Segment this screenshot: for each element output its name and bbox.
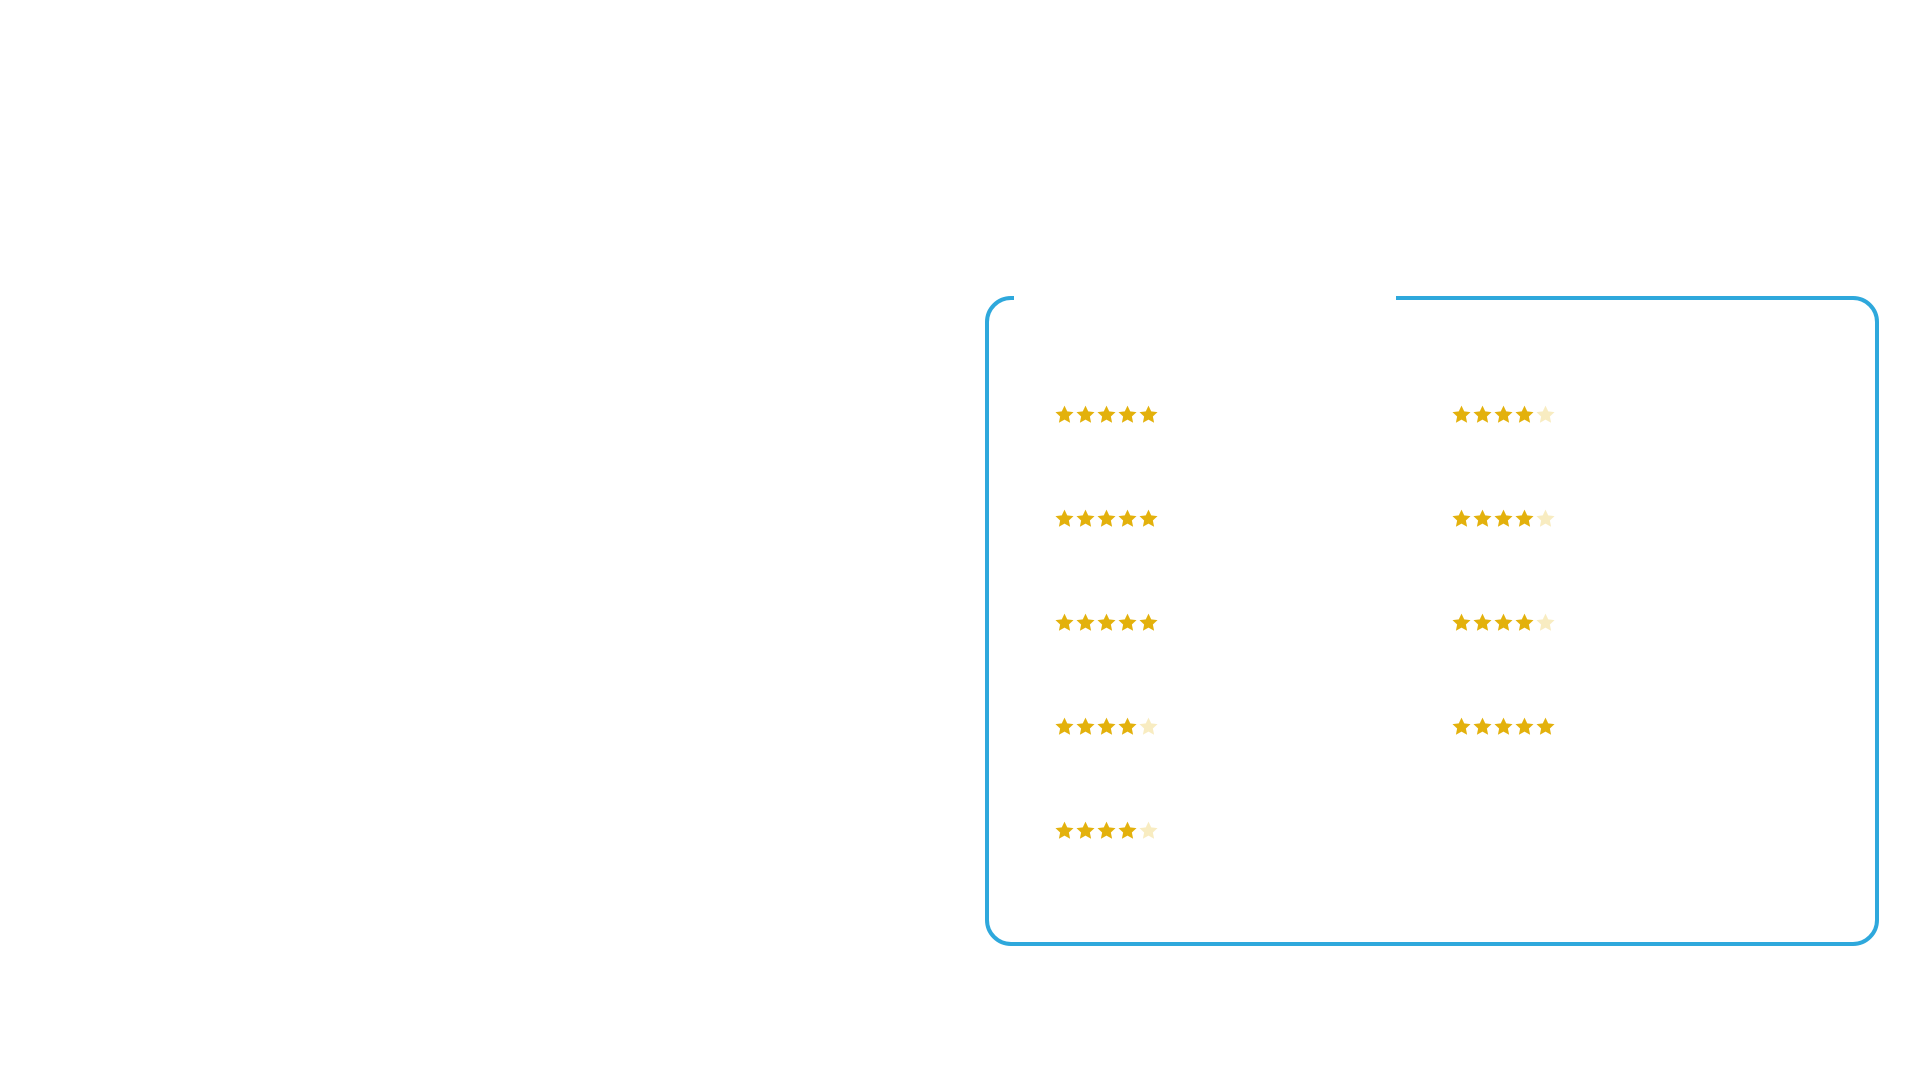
star-filled-icon	[1097, 821, 1116, 839]
star-filled-icon	[1515, 405, 1534, 423]
star-filled-icon	[1452, 405, 1471, 423]
star-filled-icon	[1139, 613, 1158, 631]
star-empty-icon	[1139, 717, 1158, 735]
star-filled-icon	[1494, 613, 1513, 631]
panel-title-gap	[1014, 290, 1396, 304]
star-filled-icon	[1076, 821, 1095, 839]
star-empty-icon	[1536, 405, 1555, 423]
star-empty-icon	[1536, 509, 1555, 527]
star-empty-icon	[1139, 821, 1158, 839]
star-rating-6	[1451, 404, 1848, 434]
star-filled-icon	[1139, 509, 1158, 527]
star-filled-icon	[1515, 509, 1534, 527]
star-rating-2	[1054, 508, 1451, 538]
star-empty-icon	[1536, 613, 1555, 631]
star-rating-8	[1451, 612, 1848, 642]
star-filled-icon	[1452, 509, 1471, 527]
star-filled-icon	[1473, 613, 1492, 631]
star-filled-icon	[1055, 613, 1074, 631]
star-filled-icon	[1452, 717, 1471, 735]
star-filled-icon	[1055, 509, 1074, 527]
star-filled-icon	[1494, 509, 1513, 527]
star-rating-3	[1054, 612, 1451, 642]
star-filled-icon	[1076, 717, 1095, 735]
star-filled-icon	[1118, 509, 1137, 527]
star-filled-icon	[1118, 613, 1137, 631]
star-filled-icon	[1118, 821, 1137, 839]
star-filled-icon	[1473, 405, 1492, 423]
star-filled-icon	[1118, 405, 1137, 423]
star-filled-icon	[1076, 509, 1095, 527]
star-filled-icon	[1139, 405, 1158, 423]
star-filled-icon	[1515, 613, 1534, 631]
ratings-panel	[985, 296, 1879, 946]
star-filled-icon	[1055, 821, 1074, 839]
star-filled-icon	[1494, 717, 1513, 735]
star-filled-icon	[1097, 717, 1116, 735]
star-filled-icon	[1076, 405, 1095, 423]
star-filled-icon	[1097, 509, 1116, 527]
star-filled-icon	[1452, 613, 1471, 631]
star-filled-icon	[1473, 717, 1492, 735]
star-rating-1	[1054, 404, 1451, 434]
star-rating-5	[1054, 820, 1451, 850]
star-rating-9	[1451, 716, 1848, 746]
star-filled-icon	[1076, 613, 1095, 631]
ratings-grid	[1054, 404, 1854, 924]
star-filled-icon	[1494, 405, 1513, 423]
star-filled-icon	[1097, 405, 1116, 423]
star-filled-icon	[1055, 405, 1074, 423]
star-filled-icon	[1536, 717, 1555, 735]
star-filled-icon	[1515, 717, 1534, 735]
star-rating-7	[1451, 508, 1848, 538]
star-filled-icon	[1097, 613, 1116, 631]
star-filled-icon	[1118, 717, 1137, 735]
star-filled-icon	[1055, 717, 1074, 735]
star-rating-4	[1054, 716, 1451, 746]
star-filled-icon	[1473, 509, 1492, 527]
